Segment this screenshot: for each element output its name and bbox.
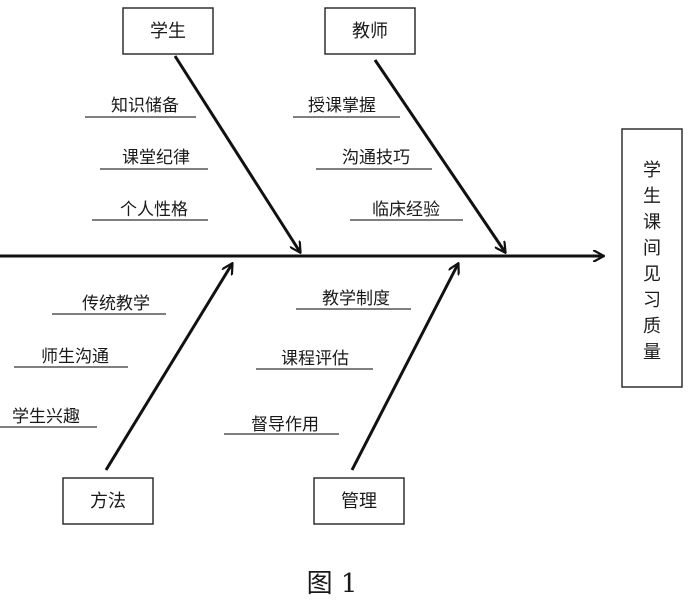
effect-box	[621, 128, 683, 388]
category-label-method: 方法	[90, 491, 126, 512]
cause-label: 教学制度	[322, 289, 390, 309]
category-label-student: 学生	[150, 21, 186, 42]
effect-char: 量	[643, 342, 661, 363]
bone-teacher	[373, 59, 505, 252]
cause-label: 传统教学	[82, 294, 150, 314]
cause-label: 沟通技巧	[342, 148, 410, 168]
bone-method	[104, 264, 232, 471]
effect-char: 课	[643, 212, 661, 233]
effect-char: 习	[643, 290, 661, 311]
category-label-teacher: 教师	[352, 21, 388, 42]
cause-label: 个人性格	[120, 200, 188, 220]
bone-management	[350, 264, 458, 471]
category-box-student	[122, 7, 214, 55]
cause-label: 师生沟通	[41, 347, 109, 367]
effect-char: 质	[643, 316, 661, 337]
category-box-method	[62, 477, 154, 525]
category-label-management: 管理	[341, 491, 377, 512]
effect-char: 学	[643, 160, 661, 181]
cause-label: 授课掌握	[308, 96, 376, 116]
cause-label: 学生兴趣	[12, 407, 80, 427]
effect-char: 生	[643, 186, 661, 207]
cause-label: 课堂纪律	[122, 148, 190, 168]
cause-label: 督导作用	[251, 415, 319, 435]
effect-label: 学 生 课 间 见 习 质 量	[643, 160, 661, 363]
cause-label: 临床经验	[372, 200, 440, 220]
bone-student	[173, 55, 300, 252]
figure-caption: 图 1	[307, 569, 358, 599]
effect-char: 见	[643, 264, 661, 285]
category-box-teacher	[324, 7, 416, 55]
cause-label: 课程评估	[281, 349, 349, 369]
cause-label: 知识储备	[111, 96, 179, 116]
category-box-management	[313, 477, 405, 525]
effect-char: 间	[643, 238, 661, 259]
